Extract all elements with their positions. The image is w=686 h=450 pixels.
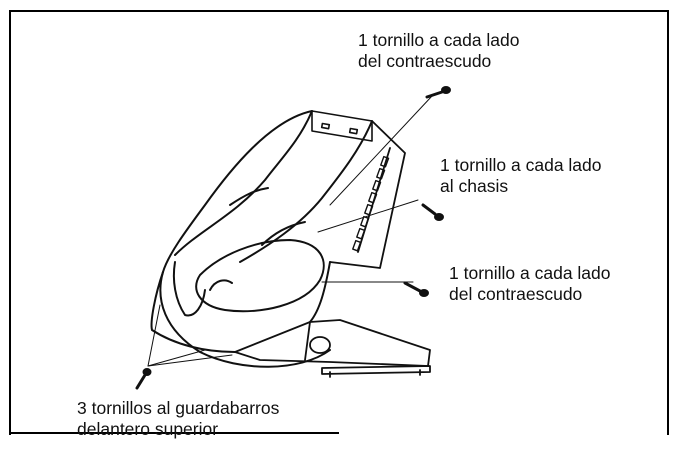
label-lower-right-line2: del contraescudo (449, 284, 583, 304)
label-lower-right: 1 tornillo a cada lado del contraescudo (449, 263, 611, 305)
label-middle-right-line2: al chasis (440, 176, 509, 196)
fairing-body (159, 110, 373, 368)
label-lower-right-line1: 1 tornillo a cada lado (449, 263, 611, 283)
label-top-right-line2: del contraescudo (358, 51, 492, 71)
label-middle-right: 1 tornillo a cada lado al chasis (440, 155, 602, 197)
vent-slots (352, 155, 390, 252)
leader-lines (147, 95, 433, 367)
nose-beak (150, 261, 331, 353)
screw-icon-middle (421, 203, 444, 221)
side-panel (329, 120, 406, 269)
screw-icon-bottom (135, 368, 152, 390)
frame-bottom-edge (9, 432, 339, 434)
label-middle-right-line1: 1 tornillo a cada lado (440, 155, 602, 175)
screw-icon-lower (403, 281, 429, 297)
lower-mudguard-plate (234, 319, 431, 378)
label-bottom-left-line1: 3 tornillos al guardabarros (77, 398, 280, 418)
diagram-frame (9, 10, 669, 435)
label-bottom-left-line2: delantero superior (77, 419, 219, 439)
rear-mount-plate (311, 110, 373, 142)
label-top-right: 1 tornillo a cada lado del contraescudo (358, 30, 520, 72)
screws (135, 86, 451, 390)
screw-icon-top (425, 86, 451, 99)
label-top-right-line1: 1 tornillo a cada lado (358, 30, 520, 50)
label-bottom-left: 3 tornillos al guardabarros delantero su… (77, 398, 279, 440)
